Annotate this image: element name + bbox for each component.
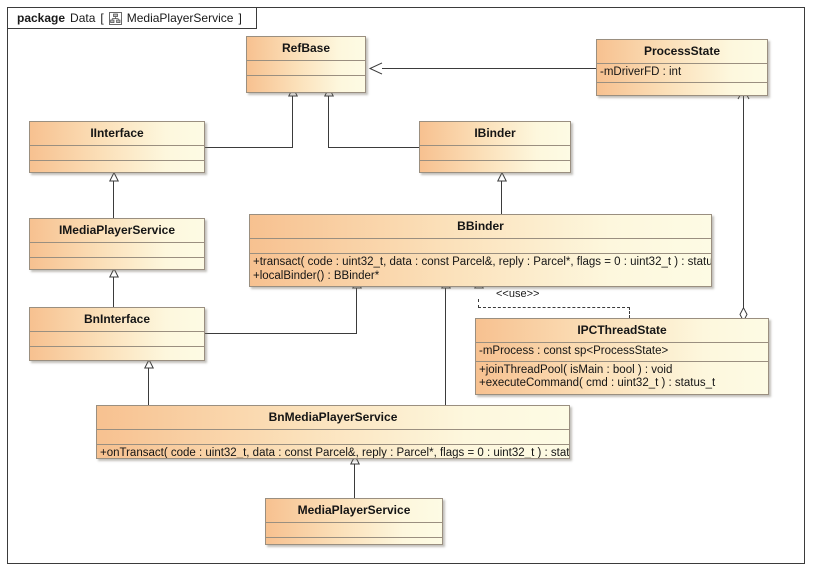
class-attributes-bninterface	[30, 332, 204, 347]
package-bracket-close: ]	[238, 11, 242, 25]
class-attributes-imediaplayerservice	[30, 243, 204, 258]
class-name-bbinder: BBinder	[250, 215, 711, 239]
connector-mps-bnmps-v	[354, 464, 355, 498]
connector-ibinder-refbase-h	[328, 147, 434, 148]
package-keyword: package	[17, 11, 66, 25]
class-attributes-ibinder	[420, 146, 570, 161]
class-operations-bbinder: +transact( code : uint32_t, data : const…	[250, 254, 711, 285]
class-operations-ipcthreadstate: +joinThreadPool( isMain : bool ) : void …	[476, 362, 768, 393]
class-box-ibinder[interactable]: IBinder	[419, 121, 571, 173]
class-operations-mediaplayerservice	[266, 538, 442, 544]
connector-bnmps-bninterface-v	[148, 368, 149, 405]
class-box-bnmediaplayerservice[interactable]: BnMediaPlayerService +onTransact( code :…	[96, 405, 570, 459]
class-box-bninterface[interactable]: BnInterface	[29, 307, 205, 361]
connector-iinterface-refbase-h	[205, 147, 293, 148]
connector-bbinder-ibinder-triangle	[497, 172, 507, 182]
package-qualified-name: MediaPlayerService	[126, 11, 234, 25]
class-name-imediaplayerservice: IMediaPlayerService	[30, 219, 204, 243]
connector-ipcthreadstate-bbinder-dashed-v-right	[629, 307, 630, 322]
class-box-refbase[interactable]: RefBase	[246, 36, 366, 93]
operation-row: +transact( code : uint32_t, data : const…	[253, 256, 712, 268]
connector-processstate-refbase-arrowhead	[368, 62, 383, 75]
connector-bninterface-bbinder-h	[205, 333, 357, 334]
class-name-ipcthreadstate: IPCThreadState	[476, 319, 768, 343]
connector-mps-bnmps-triangle	[350, 455, 360, 465]
class-operations-imediaplayerservice	[30, 258, 204, 269]
class-name-mediaplayerservice: MediaPlayerService	[266, 499, 442, 523]
package-header-tab: package Data [ MediaPlayerService ]	[7, 7, 257, 29]
class-box-iinterface[interactable]: IInterface	[29, 121, 205, 173]
class-operations-bninterface	[30, 347, 204, 360]
attribute-row: -mDriverFD : int	[600, 66, 682, 78]
connector-ipcthreadstate-bbinder-dashed-v-left	[478, 299, 479, 308]
class-name-iinterface: IInterface	[30, 122, 204, 146]
class-attributes-ipcthreadstate: -mProcess : const sp<ProcessState>	[476, 343, 768, 362]
operation-row: +joinThreadPool( isMain : bool ) : void	[479, 363, 673, 376]
class-attributes-mediaplayerservice	[266, 523, 442, 538]
attribute-row: -mProcess : const sp<ProcessState>	[479, 345, 669, 357]
connector-bbinder-ibinder-v	[501, 181, 502, 214]
connector-iinterface-refbase-v	[292, 96, 293, 148]
class-operations-bnmediaplayerservice: +onTransact( code : uint32_t, data : con…	[97, 445, 570, 459]
class-operations-refbase	[247, 76, 365, 90]
connector-bnmps-bninterface-triangle	[144, 359, 154, 369]
connector-use-stereotype-label: <<use>>	[496, 288, 540, 300]
class-box-mediaplayerservice[interactable]: MediaPlayerService	[265, 498, 443, 545]
package-bracket-open: [	[100, 11, 104, 25]
connector-imediaplayerservice-iinterface-triangle	[109, 172, 119, 182]
connector-ipcthreadstate-bbinder-dashed-h	[478, 307, 630, 308]
connector-bninterface-imediaplayerservice-v	[113, 277, 114, 307]
connector-bninterface-bbinder-v	[356, 288, 357, 334]
class-name-processstate: ProcessState	[597, 40, 767, 64]
operation-row: +onTransact( code : uint32_t, data : con…	[100, 447, 570, 459]
class-box-processstate[interactable]: ProcessState -mDriverFD : int	[596, 39, 768, 96]
class-box-bbinder[interactable]: BBinder +transact( code : uint32_t, data…	[249, 214, 712, 287]
class-name-bnmediaplayerservice: BnMediaPlayerService	[97, 406, 569, 430]
operation-row: +localBinder() : BBinder*	[253, 269, 380, 282]
connector-bnmps-bbinder-v	[445, 288, 446, 406]
connector-imediaplayerservice-iinterface-v	[113, 181, 114, 218]
class-attributes-bnmediaplayerservice	[97, 430, 569, 445]
class-operations-ibinder	[420, 161, 570, 172]
class-operations-iinterface	[30, 161, 204, 172]
connector-bninterface-imediaplayerservice-triangle	[109, 268, 119, 278]
package-diagram-icon	[108, 11, 122, 25]
class-box-ipcthreadstate[interactable]: IPCThreadState -mProcess : const sp<Proc…	[475, 318, 769, 395]
package-name: Data	[70, 11, 96, 25]
connector-ipcthreadstate-processstate-v	[743, 96, 744, 318]
class-name-bninterface: BnInterface	[30, 308, 204, 332]
class-attributes-refbase	[247, 61, 365, 76]
class-name-ibinder: IBinder	[420, 122, 570, 146]
connector-ibinder-refbase-v	[328, 96, 329, 148]
class-attributes-processstate: -mDriverFD : int	[597, 64, 767, 83]
class-name-refbase: RefBase	[247, 37, 365, 61]
class-operations-processstate	[597, 83, 767, 96]
class-box-imediaplayerservice[interactable]: IMediaPlayerService	[29, 218, 205, 270]
class-attributes-bbinder	[250, 239, 711, 254]
operation-row: +executeCommand( cmd : uint32_t ) : stat…	[479, 377, 716, 389]
class-attributes-iinterface	[30, 146, 204, 161]
connector-processstate-refbase-line	[382, 68, 598, 69]
